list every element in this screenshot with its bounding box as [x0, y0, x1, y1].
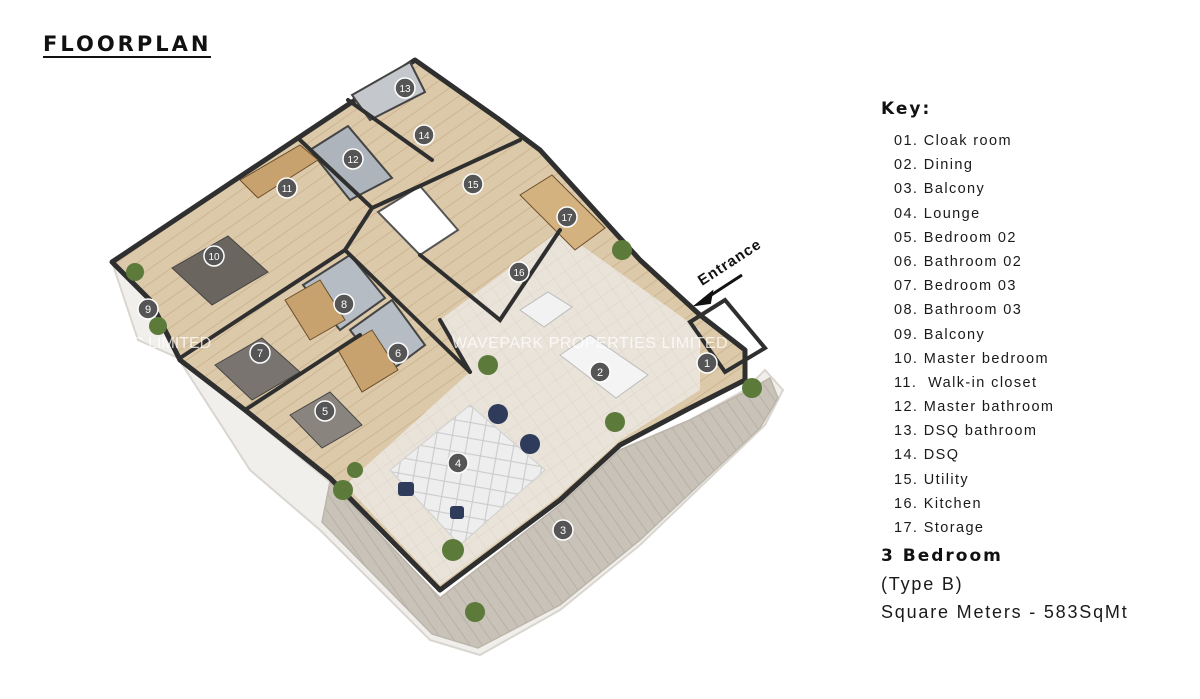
unit-type: 3 Bedroom: [881, 546, 1003, 567]
page-title: FLOORPLAN: [43, 32, 212, 58]
key-item: 07. Bedroom 03: [894, 278, 1017, 295]
marker-16: 16: [508, 261, 530, 283]
marker-7: 7: [249, 342, 271, 364]
svg-text:5: 5: [322, 406, 328, 418]
marker-1: 1: [696, 352, 718, 374]
bedroom-03-closet: [284, 279, 346, 341]
marker-5: 5: [314, 400, 336, 422]
key-item: 13. DSQ bathroom: [894, 423, 1038, 440]
marker-4: 4: [447, 452, 469, 474]
svg-text:13: 13: [399, 84, 411, 95]
svg-text:15: 15: [467, 180, 479, 191]
marker-17: 17: [556, 206, 578, 228]
entrance-arrowhead-icon: [692, 289, 714, 307]
key-item: 01. Cloak room: [894, 133, 1012, 149]
key-item: 04. Lounge: [894, 205, 981, 222]
marker-14: 14: [413, 124, 435, 146]
key-item: 06. Bathroom 02: [894, 253, 1023, 270]
svg-text:9: 9: [145, 304, 151, 316]
marker-3: 3: [552, 519, 574, 541]
key-item: 12. Master bathroom: [894, 399, 1055, 416]
key-title: Key:: [881, 99, 932, 119]
walk-in-closet-cabinets: [239, 144, 319, 199]
floorplan-diagram: WAVEPARK PROPERTIES LIMITED S LIMITED En…: [109, 57, 785, 657]
key-panel: Key: 01. Cloak room 02. Dining 03. Balco…: [881, 99, 1181, 626]
svg-text:2: 2: [597, 367, 603, 379]
key-item: 11. Walk-in closet: [894, 374, 1038, 391]
svg-text:8: 8: [341, 299, 347, 311]
svg-text:14: 14: [418, 131, 430, 142]
svg-text:4: 4: [455, 458, 461, 470]
unit-subtype: (Type B): [881, 574, 964, 595]
marker-10: 10: [203, 245, 225, 267]
marker-8: 8: [333, 293, 355, 315]
svg-text:17: 17: [561, 213, 573, 224]
key-item: 08. Bathroom 03: [894, 302, 1023, 319]
plants: [126, 240, 762, 622]
interior-walls: [178, 58, 769, 412]
marker-2: 2: [589, 361, 611, 383]
marker-12: 12: [342, 148, 364, 170]
key-item: 09. Balcony: [894, 326, 986, 343]
svg-text:1: 1: [704, 358, 710, 370]
svg-text:16: 16: [513, 268, 525, 279]
room-markers: 1 2 3 4 5 6 7 8 9 10 11 12 13 14 15 16 1…: [137, 77, 718, 541]
svg-text:12: 12: [347, 155, 359, 166]
light-well: [376, 184, 460, 257]
marker-9: 9: [137, 298, 159, 320]
watermark-left: S LIMITED: [133, 335, 211, 352]
svg-text:10: 10: [208, 252, 220, 263]
marker-13: 13: [394, 77, 416, 99]
marker-11: 11: [276, 177, 298, 199]
marker-6: 6: [387, 342, 409, 364]
svg-text:11: 11: [282, 184, 293, 195]
watermark: WAVEPARK PROPERTIES LIMITED: [452, 335, 728, 352]
key-item: 16. Kitchen: [894, 495, 982, 512]
key-item: 15. Utility: [894, 471, 970, 488]
kitchen-island: [519, 291, 573, 328]
entrance-indicator: Entrance: [692, 236, 765, 307]
marker-15: 15: [462, 173, 484, 195]
lounge-rug: [389, 404, 546, 546]
unit-area: Square Meters - 583SqMt: [881, 602, 1129, 623]
key-list: 01. Cloak room 02. Dining 03. Balcony 04…: [881, 129, 1181, 540]
svg-text:7: 7: [257, 348, 263, 360]
key-item: 10. Master bedroom: [894, 350, 1049, 367]
svg-text:6: 6: [395, 348, 401, 360]
lounge-armchairs: [398, 404, 540, 519]
key-item: 14. DSQ: [894, 447, 960, 464]
key-item: 05. Bedroom 02: [894, 229, 1017, 246]
svg-text:3: 3: [560, 525, 566, 537]
key-item: 03. Balcony: [894, 181, 986, 198]
key-item: 17. Storage: [894, 520, 985, 536]
key-item: 02. Dining: [894, 157, 974, 174]
